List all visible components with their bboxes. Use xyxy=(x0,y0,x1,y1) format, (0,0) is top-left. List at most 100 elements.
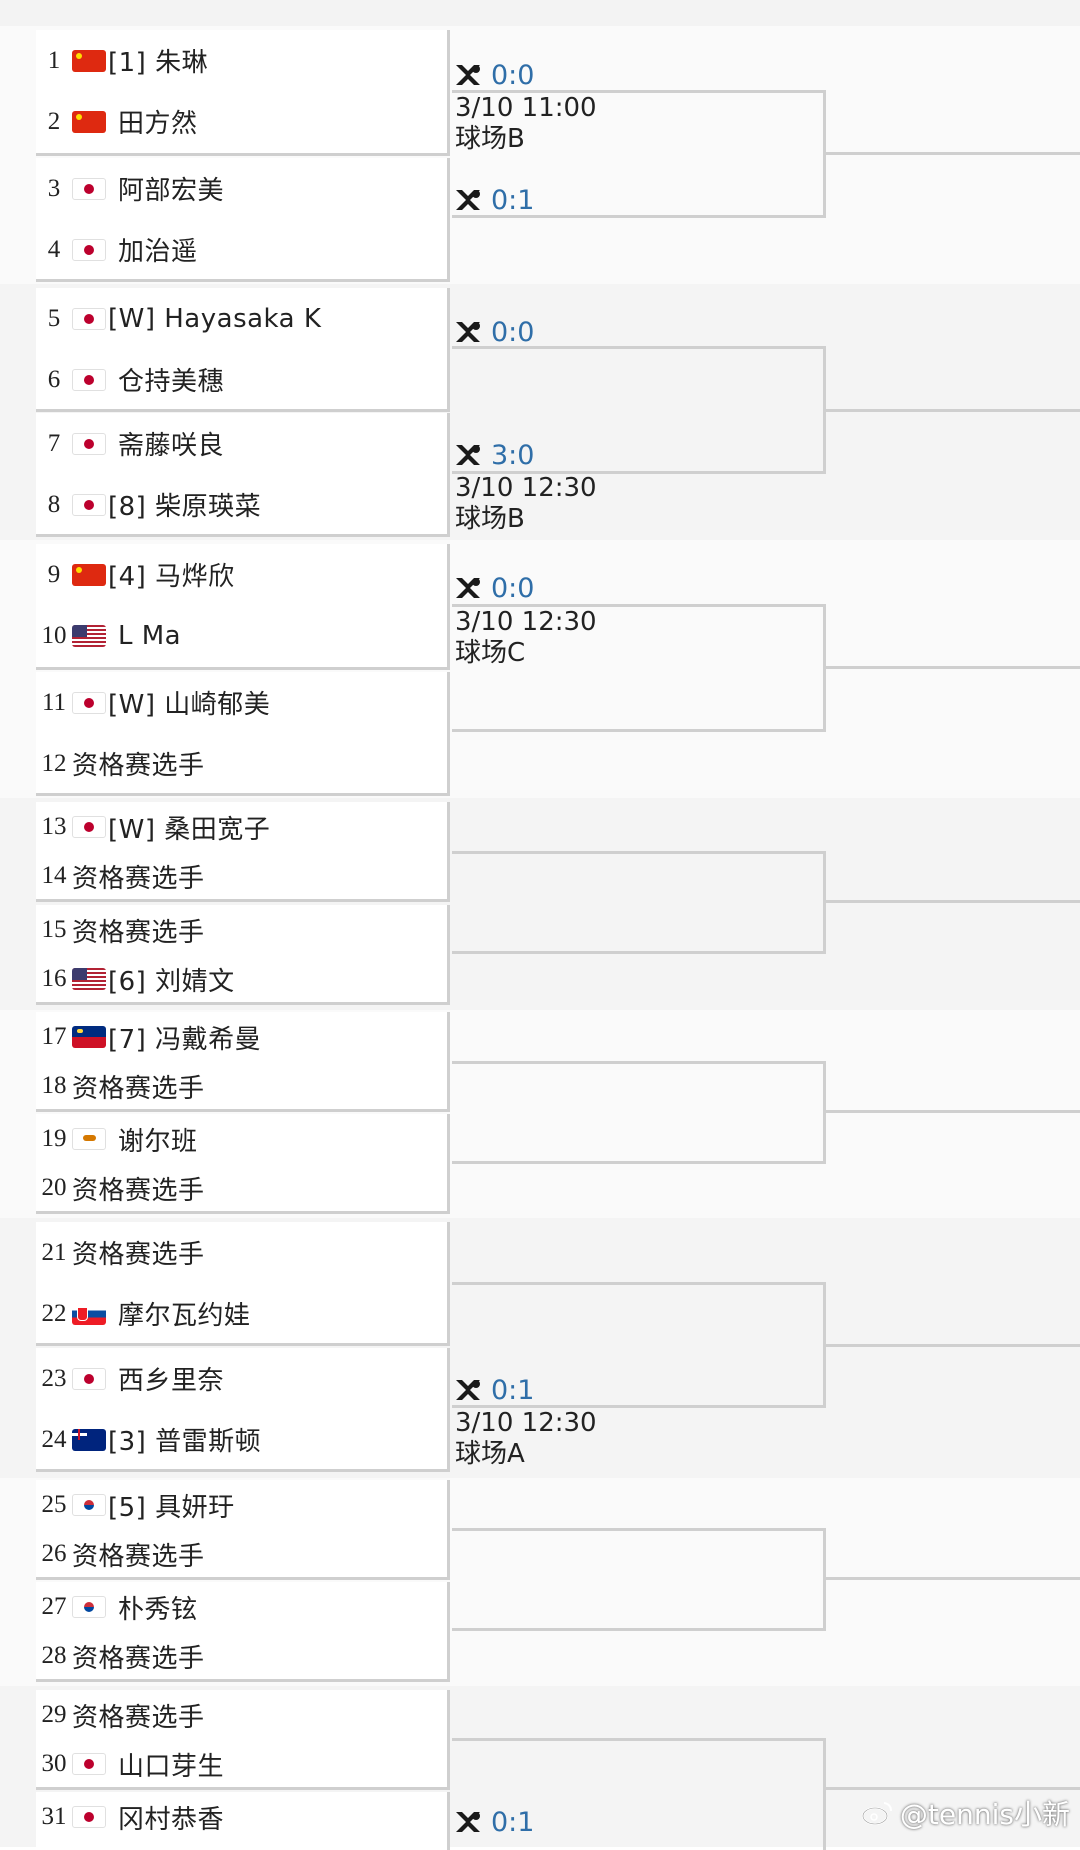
player-row[interactable]: 8 [8] 柴原瑛菜 xyxy=(36,474,447,535)
cyprus-flag-icon xyxy=(72,1128,106,1150)
player-row[interactable]: 2 田方然 xyxy=(36,91,447,152)
player-row[interactable]: 25 [5] 具妍玗 xyxy=(36,1480,447,1530)
score-text: 0:0 xyxy=(491,59,535,91)
player-row[interactable]: 12 资格赛选手 xyxy=(36,733,447,794)
player-name: 摩尔瓦约娃 xyxy=(118,1301,251,1331)
draw-number: 9 xyxy=(47,560,61,588)
first-round-match[interactable]: 13 [W] 桑田宽子 14 资格赛选手 xyxy=(36,802,450,902)
draw-number: 27 xyxy=(41,1593,67,1620)
match-time: 3/10 12:30 xyxy=(455,473,597,503)
player-row[interactable]: 14 资格赛选手 xyxy=(36,852,447,900)
match-score[interactable]: 3:0 xyxy=(453,439,534,471)
player-row[interactable]: 18 资格赛选手 xyxy=(36,1062,447,1110)
bracket-line xyxy=(826,1344,1080,1347)
player-row[interactable]: 30 山口芽生 xyxy=(36,1740,447,1788)
player-row[interactable]: 17 [7] 冯戴希曼 xyxy=(36,1012,447,1062)
match-score[interactable]: 0:0 xyxy=(453,316,534,348)
china-flag-icon xyxy=(72,110,106,133)
match-score[interactable]: 0:1 xyxy=(453,1806,534,1838)
player-row[interactable]: 28 资格赛选手 xyxy=(36,1632,447,1680)
first-round-match[interactable]: 11 [W] 山崎郁美 12 资格赛选手 xyxy=(36,672,450,796)
draw-number: 15 xyxy=(41,916,67,943)
first-round-match[interactable]: 19 谢尔班 20 资格赛选手 xyxy=(36,1114,450,1214)
first-round-match[interactable]: 17 [7] 冯戴希曼 18 资格赛选手 xyxy=(36,1012,450,1112)
score-text: 0:0 xyxy=(491,316,535,348)
first-round-match[interactable]: 29 资格赛选手 30 山口芽生 xyxy=(36,1690,450,1790)
match-court: 球场B xyxy=(455,504,525,534)
racket-icon xyxy=(456,322,480,342)
racket-icon xyxy=(456,1380,480,1400)
first-round-match[interactable]: 15 资格赛选手 16 [6] 刘婧文 xyxy=(36,905,450,1005)
player-row[interactable]: 20 资格赛选手 xyxy=(36,1164,447,1212)
first-round-match[interactable]: 31 冈村恭香 xyxy=(36,1792,450,1850)
player-row[interactable]: 31 冈村恭香 xyxy=(36,1792,447,1842)
player-name: 西乡里奈 xyxy=(118,1366,225,1396)
player-row[interactable]: 26 资格赛选手 xyxy=(36,1530,447,1578)
first-round-match[interactable]: 3 阿部宏美 4 加治遥 xyxy=(36,158,450,282)
first-round-match[interactable]: 21 资格赛选手 22 摩尔瓦约娃 xyxy=(36,1222,450,1346)
player-row[interactable]: 6 仓持美穗 xyxy=(36,349,447,410)
player-row[interactable]: 4 加治遥 xyxy=(36,219,447,280)
bracket-connector xyxy=(452,90,826,218)
player-row[interactable]: 24 [3] 普雷斯顿 xyxy=(36,1409,447,1470)
first-round-match[interactable]: 23 西乡里奈 24 [3] 普雷斯顿 xyxy=(36,1348,450,1472)
player-name: 资格赛选手 xyxy=(72,1240,205,1270)
player-name: 阿部宏美 xyxy=(118,176,225,206)
player-row[interactable]: 13 [W] 桑田宽子 xyxy=(36,802,447,852)
match-court: 球场A xyxy=(455,1439,525,1469)
player-name: [3] 普雷斯顿 xyxy=(108,1427,262,1457)
player-row[interactable]: 7 斋藤咲良 xyxy=(36,413,447,474)
player-row[interactable]: 19 谢尔班 xyxy=(36,1114,447,1164)
japan-flag-icon xyxy=(72,1806,106,1828)
player-row[interactable]: 3 阿部宏美 xyxy=(36,158,447,219)
bracket-connector xyxy=(452,851,826,954)
player-name: [6] 刘婧文 xyxy=(108,966,235,997)
player-row[interactable]: 9 [4] 马烨欣 xyxy=(36,544,447,605)
player-name: 田方然 xyxy=(118,109,198,139)
draw-number: 7 xyxy=(47,429,61,457)
player-row[interactable]: 1 [1] 朱琳 xyxy=(36,30,447,91)
match-court: 球场C xyxy=(455,638,526,668)
player-row[interactable]: 5 [W] Hayasaka K xyxy=(36,288,447,349)
draw-number: 3 xyxy=(47,174,61,202)
draw-number: 13 xyxy=(41,813,67,840)
draw-number: 16 xyxy=(41,965,67,992)
player-row[interactable]: 22 摩尔瓦约娃 xyxy=(36,1283,447,1344)
player-name: 冈村恭香 xyxy=(118,1804,225,1835)
first-round-match[interactable]: 7 斋藤咲良 8 [8] 柴原瑛菜 xyxy=(36,413,450,537)
player-name: L Ma xyxy=(118,620,182,651)
player-name: 资格赛选手 xyxy=(72,1073,205,1104)
draw-number: 2 xyxy=(47,107,61,135)
draw-number: 18 xyxy=(41,1072,67,1099)
player-name: 资格赛选手 xyxy=(72,1702,205,1733)
player-name: [W] 山崎郁美 xyxy=(108,690,271,720)
match-info: 3/10 11:00 球场B xyxy=(455,93,597,155)
player-row[interactable]: 23 西乡里奈 xyxy=(36,1348,447,1409)
first-round-match[interactable]: 27 朴秀铉 28 资格赛选手 xyxy=(36,1582,450,1682)
player-row[interactable]: 10 L Ma xyxy=(36,605,447,666)
racket-icon xyxy=(456,1812,480,1832)
first-round-match[interactable]: 9 [4] 马烨欣 10 L Ma xyxy=(36,544,450,670)
first-round-match[interactable]: 5 [W] Hayasaka K 6 仓持美穗 xyxy=(36,288,450,412)
score-text: 0:0 xyxy=(491,572,535,604)
player-row[interactable]: 29 资格赛选手 xyxy=(36,1690,447,1740)
player-name: 朴秀铉 xyxy=(118,1594,198,1625)
player-row[interactable]: 21 资格赛选手 xyxy=(36,1222,447,1283)
racket-icon xyxy=(456,190,480,210)
player-name: 加治遥 xyxy=(118,237,198,267)
first-round-match[interactable]: 25 [5] 具妍玗 26 资格赛选手 xyxy=(36,1480,450,1580)
match-info: 3/10 12:30 球场B xyxy=(455,473,597,535)
australia-flag-icon xyxy=(72,1428,106,1451)
player-row[interactable]: 11 [W] 山崎郁美 xyxy=(36,672,447,733)
player-row[interactable]: 15 资格赛选手 xyxy=(36,905,447,955)
liechtenstein-flag-icon xyxy=(72,1026,106,1048)
match-score[interactable]: 0:0 xyxy=(453,59,534,91)
match-score[interactable]: 0:0 xyxy=(453,572,534,604)
player-row[interactable]: 16 [6] 刘婧文 xyxy=(36,955,447,1003)
first-round-match[interactable]: 1 [1] 朱琳 2 田方然 xyxy=(36,30,450,156)
player-row[interactable]: 27 朴秀铉 xyxy=(36,1582,447,1632)
draw-number: 26 xyxy=(41,1540,67,1567)
player-name: 仓持美穗 xyxy=(118,367,225,397)
match-score[interactable]: 0:1 xyxy=(453,1374,534,1406)
match-score[interactable]: 0:1 xyxy=(453,184,534,216)
